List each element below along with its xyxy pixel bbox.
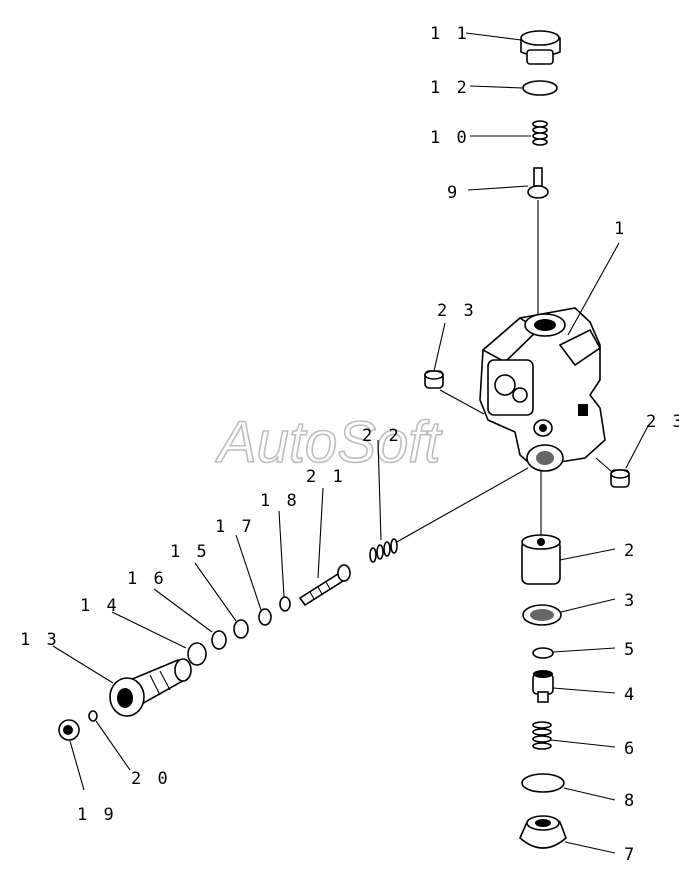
washer-part-5 xyxy=(532,647,554,659)
callout-15: 1 5 xyxy=(170,542,210,562)
callout-14: 1 4 xyxy=(80,596,120,616)
callout-4: 4 xyxy=(624,685,637,705)
callout-6: 6 xyxy=(624,739,637,759)
callout-7: 7 xyxy=(624,845,637,865)
callout-17: 1 7 xyxy=(215,517,255,537)
plug-part-11 xyxy=(520,30,561,65)
callout-23-left: 2 3 xyxy=(437,301,477,321)
callout-8: 8 xyxy=(624,791,637,811)
ring-part-15 xyxy=(233,619,249,639)
callout-19: 1 9 xyxy=(77,805,117,825)
callout-labels: 1 1 1 2 1 0 9 1 2 3 2 3 2 2 2 1 1 8 1 7 … xyxy=(20,24,679,865)
spring-part-10 xyxy=(532,120,548,146)
callout-21: 2 1 xyxy=(306,467,346,487)
spring-part-22 xyxy=(369,538,398,563)
callout-13: 1 3 xyxy=(20,630,60,650)
callout-16: 1 6 xyxy=(127,569,167,589)
ring-part-14 xyxy=(187,642,207,666)
watermark: AutoSoft xyxy=(215,410,443,475)
callout-22: 2 2 xyxy=(362,426,402,446)
ring-part-16 xyxy=(211,630,227,650)
callout-10: 1 0 xyxy=(430,128,470,148)
plug-part-23-right xyxy=(610,469,630,488)
plug-part-23-left xyxy=(424,370,444,389)
assembly-axis-lines xyxy=(394,200,613,544)
spool-part-21 xyxy=(298,564,351,607)
ring-part-18 xyxy=(279,596,291,612)
callout-3: 3 xyxy=(624,591,637,611)
fitting-part-13 xyxy=(109,658,192,717)
valve-body-part xyxy=(479,307,606,472)
seal-part-3 xyxy=(522,604,562,626)
callout-1: 1 xyxy=(614,219,627,239)
cap-part-7 xyxy=(519,815,567,849)
poppet-part-9 xyxy=(527,167,549,199)
callout-23-right: 2 3 xyxy=(646,412,679,432)
o-ring-part-8 xyxy=(521,773,565,793)
callout-20: 2 0 xyxy=(131,769,171,789)
callout-12: 1 2 xyxy=(430,78,470,98)
spring-part-6 xyxy=(532,721,552,750)
valve-part-4 xyxy=(532,670,554,703)
o-ring-part-12 xyxy=(522,80,558,96)
o-ring-part-20 xyxy=(88,710,98,722)
callout-18: 1 8 xyxy=(260,491,300,511)
sleeve-part-2 xyxy=(521,534,561,585)
callout-2: 2 xyxy=(624,541,637,561)
plug-part-19 xyxy=(58,719,80,741)
callout-11: 1 1 xyxy=(430,24,470,44)
ring-part-17 xyxy=(258,608,272,626)
leader-lines xyxy=(52,32,649,854)
callout-5: 5 xyxy=(624,640,637,660)
callout-9: 9 xyxy=(447,183,460,203)
